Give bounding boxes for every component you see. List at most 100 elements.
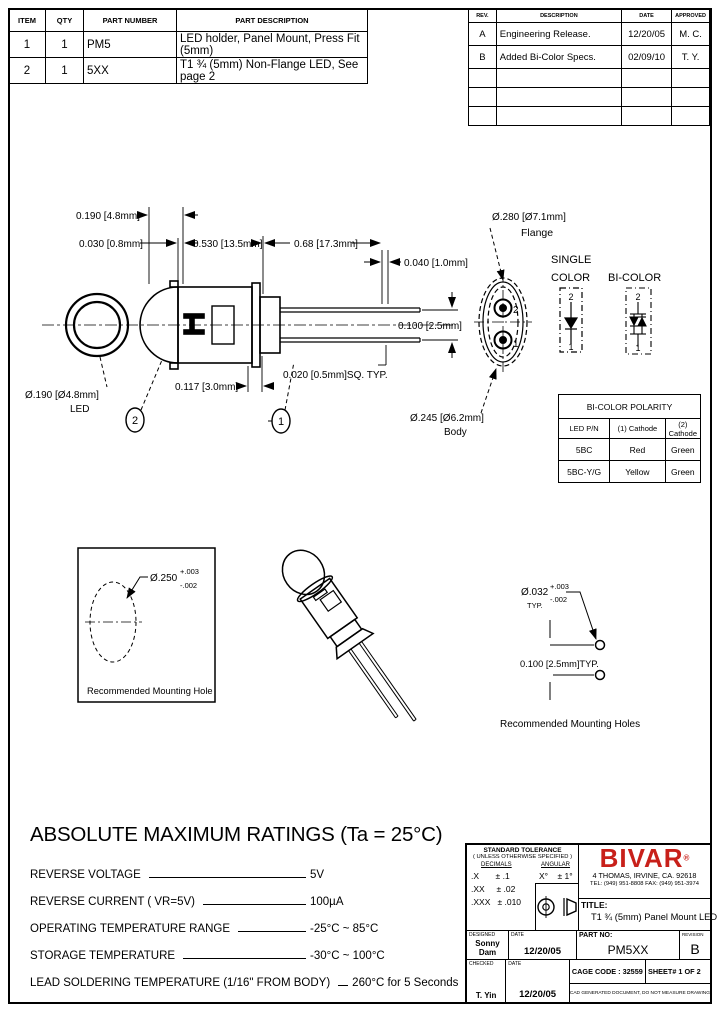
part-number-cell: 5XX <box>83 57 177 84</box>
item-cell: 2 <box>8 57 46 84</box>
description-cell: T1 ¾ (5mm) Non-Flange LED, See page 2 <box>176 57 368 84</box>
polarity-title: BI-COLOR POLARITY <box>558 394 701 419</box>
drawing-title: T1 ¾ (5mm) Panel Mount LED <box>591 912 718 922</box>
rating-value: -25°C ~ 85°C <box>310 923 379 935</box>
rating-label: REVERSE CURRENT ( VR=5V) <box>30 896 195 908</box>
table-row: 1 1 PM5 LED holder, Panel Mount, Press F… <box>8 31 368 58</box>
leader-line <box>148 877 306 878</box>
rev-cell: A <box>468 22 497 46</box>
qty-cell: 1 <box>45 57 84 84</box>
bicolor-polarity-table: BI-COLOR POLARITY LED P/N (1) Cathode (2… <box>557 394 702 483</box>
leader-line <box>183 958 306 959</box>
col-cathode-2: (2) Cathode <box>664 418 702 439</box>
rating-value: 100µA <box>310 896 344 908</box>
rating-value: 5V <box>310 869 325 881</box>
cage-code: CAGE CODE : 32559 <box>570 960 646 983</box>
checked-date-cell: DATE 12/20/05 <box>506 960 570 1002</box>
rating-label: REVERSE VOLTAGE <box>30 869 141 881</box>
cathode1-cell: Yellow <box>609 460 666 483</box>
tolerance-angular: X° ± 1° <box>539 871 573 881</box>
col-cathode-1: (1) Cathode <box>609 418 666 439</box>
absolute-maximum-ratings: ABSOLUTE MAXIMUM RATINGS (Ta = 25°C) REV… <box>30 823 462 989</box>
pn-cell: 5BC <box>557 438 611 461</box>
registered-mark: ® <box>683 853 690 863</box>
col-description: DESCRIPTION <box>495 8 622 23</box>
parts-table: ITEM QTY PART NUMBER PART DESCRIPTION 1 … <box>8 8 368 84</box>
tolerance-subtitle: ( UNLESS OTHERWISE SPECIFIED ) <box>472 854 573 860</box>
checked-cell: CHECKED T. Yin <box>467 960 507 1002</box>
tolerance-x: .X ± .1 <box>471 871 510 881</box>
rating-row: REVERSE CURRENT ( VR=5V) 100µA <box>30 881 462 908</box>
decimals-header: DECIMALS <box>481 862 512 868</box>
revision-table: REV. DESCRIPTION DATE APPROVED A Enginee… <box>468 8 710 126</box>
rev-description-cell: Engineering Release. <box>495 22 622 46</box>
col-part-description: PART DESCRIPTION <box>176 8 368 32</box>
col-led-pn: LED P/N <box>557 418 611 439</box>
company-address: 4 THOMAS, IRVINE, CA. 92618 <box>592 871 697 880</box>
sheet-number: SHEET# 1 OF 2 <box>648 967 701 976</box>
designed-date-cell: DATE 12/20/05 <box>509 931 577 959</box>
col-part-number: PART NUMBER <box>83 8 177 32</box>
rating-value: -30°C ~ 100°C <box>310 950 385 962</box>
revision-cell: REVISION B <box>682 932 704 957</box>
tolerance-xxx: .XXX ± .010 <box>471 897 522 907</box>
cad-note: CAD GENERATED DOCUMENT, DO NOT MEASURE D… <box>569 990 710 996</box>
col-approved: APPROVED <box>671 8 710 23</box>
col-date: DATE <box>620 8 673 23</box>
leader-line <box>202 904 306 905</box>
cathode2-cell: Green <box>664 438 702 461</box>
ratings-title: ABSOLUTE MAXIMUM RATINGS (Ta = 25°C) <box>30 823 443 846</box>
tolerance-title: STANDARD TOLERANCE <box>483 847 562 854</box>
empty-row <box>468 87 710 107</box>
rev-description-cell: Added Bi-Color Specs. <box>495 45 622 69</box>
leader-line <box>338 985 349 986</box>
pn-cell: 5BC-Y/G <box>557 460 611 483</box>
col-rev: REV. <box>468 8 497 23</box>
description-cell: LED holder, Panel Mount, Press Fit (5mm) <box>176 31 368 58</box>
empty-row <box>468 106 710 126</box>
rating-row: OPERATING TEMPERATURE RANGE -25°C ~ 85°C <box>30 908 462 935</box>
polarity-header-row: LED P/N (1) Cathode (2) Cathode <box>557 418 702 439</box>
rev-cell: B <box>468 45 497 69</box>
tolerance-block: STANDARD TOLERANCE ( UNLESS OTHERWISE SP… <box>467 845 579 930</box>
third-angle-projection-icon <box>537 896 577 918</box>
rev-date-cell: 12/20/05 <box>620 22 673 46</box>
rating-row: LEAD SOLDERING TEMPERATURE (1/16" FROM B… <box>30 962 462 989</box>
rating-row: STORAGE TEMPERATURE -30°C ~ 100°C <box>30 935 462 962</box>
leader-line <box>238 931 306 932</box>
rev-date-cell: 02/09/10 <box>620 45 673 69</box>
tolerance-xx: .XX ± .02 <box>471 884 516 894</box>
item-cell: 1 <box>8 31 46 58</box>
cathode1-cell: Red <box>609 438 666 461</box>
rev-approved-cell: T. Y. <box>671 45 710 69</box>
table-row: 5BC Red Green <box>557 438 702 461</box>
bivar-logo: BIVAR <box>599 845 684 873</box>
table-row: 5BC-Y/G Yellow Green <box>557 460 702 483</box>
cathode2-cell: Green <box>664 460 702 483</box>
rating-value: 260°C for 5 Seconds <box>352 977 459 989</box>
rating-label: OPERATING TEMPERATURE RANGE <box>30 923 230 935</box>
table-row: 2 1 5XX T1 ¾ (5mm) Non-Flange LED, See p… <box>8 57 368 84</box>
qty-cell: 1 <box>45 31 84 58</box>
projection-symbol-box <box>535 883 578 930</box>
parts-header-row: ITEM QTY PART NUMBER PART DESCRIPTION <box>8 8 368 32</box>
angular-header: ANGULAR <box>541 862 571 868</box>
col-qty: QTY <box>45 8 84 32</box>
empty-row <box>468 68 710 88</box>
table-row: A Engineering Release. 12/20/05 M. C. <box>468 22 710 46</box>
rating-label: STORAGE TEMPERATURE <box>30 950 176 962</box>
table-row: B Added Bi-Color Specs. 02/09/10 T. Y. <box>468 45 710 69</box>
company-block: BIVAR® 4 THOMAS, IRVINE, CA. 92618 TEL: … <box>579 845 717 930</box>
company-tel-fax: TEL: (949) 951-8808 FAX: (949) 951-3974 <box>590 881 699 887</box>
part-number-cell: PM5 <box>83 31 177 58</box>
title-label: TITLE: <box>581 900 608 910</box>
rating-label: LEAD SOLDERING TEMPERATURE (1/16" FROM B… <box>30 977 331 989</box>
rating-row: REVERSE VOLTAGE 5V <box>30 854 462 881</box>
revision-header-row: REV. DESCRIPTION DATE APPROVED <box>468 8 710 23</box>
rev-approved-cell: M. C. <box>671 22 710 46</box>
drawing-title-area: TITLE: T1 ¾ (5mm) Panel Mount LED <box>579 898 717 930</box>
part-no-cell: PART NO: PM5XX <box>577 931 680 959</box>
designed-cell: DESIGNED Sonny Dam <box>467 931 509 959</box>
title-block: STANDARD TOLERANCE ( UNLESS OTHERWISE SP… <box>465 843 717 1004</box>
col-item: ITEM <box>8 8 46 32</box>
